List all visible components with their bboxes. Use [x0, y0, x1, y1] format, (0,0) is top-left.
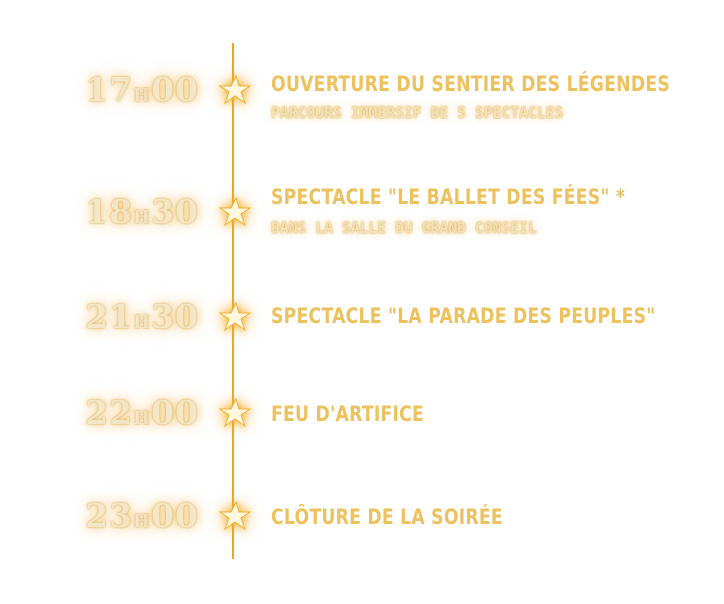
hour-separator: H — [133, 85, 152, 106]
hour: 18 — [85, 192, 134, 231]
event-title: OUVERTURE DU SENTIER DES LÉGENDES — [271, 72, 671, 96]
hour: 21 — [85, 297, 134, 336]
time-label: 23H00 — [85, 496, 199, 535]
minutes: 00 — [151, 496, 199, 535]
hour: 23 — [85, 496, 134, 535]
event-title: FEU D'ARTIFICE — [271, 402, 425, 426]
hour-separator: H — [133, 312, 152, 333]
event-title: CLÔTURE DE LA SOIRÉE — [271, 505, 503, 529]
minutes: 00 — [151, 70, 199, 109]
star-icon — [219, 196, 251, 227]
star-icon — [219, 74, 251, 105]
star-icon — [219, 301, 251, 332]
timeline-line — [232, 43, 234, 559]
time-label: 22H00 — [85, 393, 199, 432]
event-subtitle: PARCOURS IMMERSIF DE 5 SPECTACLES — [271, 103, 564, 122]
hour: 22 — [85, 393, 134, 432]
time-label: 18H30 — [85, 192, 199, 231]
minutes: 30 — [151, 192, 199, 231]
event-subtitle: DANS LA SALLE DU GRAND CONSEIL — [271, 218, 537, 237]
event-title: SPECTACLE "LA PARADE DES PEUPLES" — [271, 304, 656, 328]
minutes: 30 — [151, 297, 199, 336]
time-label: 17H00 — [85, 70, 199, 109]
time-label: 21H30 — [85, 297, 199, 336]
hour-separator: H — [133, 408, 152, 429]
hour: 17 — [85, 70, 134, 109]
star-icon — [219, 397, 251, 428]
star-icon — [219, 500, 251, 531]
minutes: 00 — [151, 393, 199, 432]
hour-separator: H — [133, 511, 152, 532]
hour-separator: H — [133, 207, 152, 228]
event-title: SPECTACLE "LE BALLET DES FÉES" * — [271, 185, 626, 209]
